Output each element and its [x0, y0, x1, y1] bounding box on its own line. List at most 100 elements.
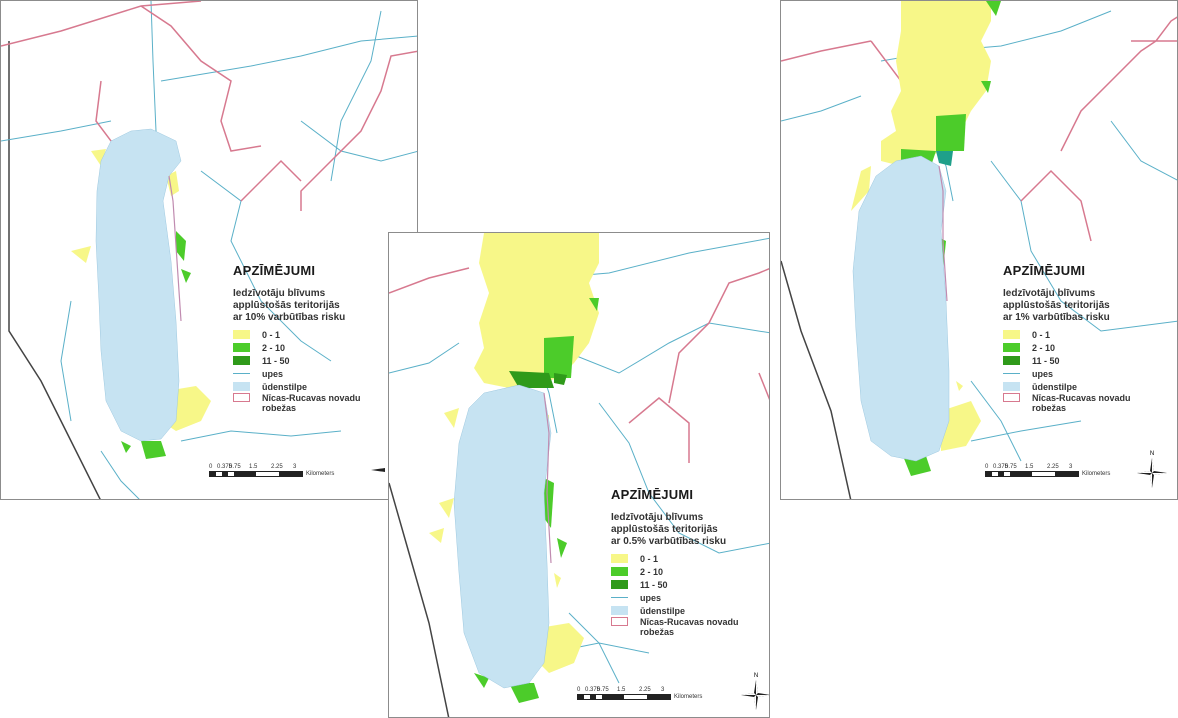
scale-bar: 0 0.375 0.75 1.5 2.25 3 Kilometers	[209, 464, 334, 477]
scale-tick: 3	[661, 687, 665, 693]
swatch-high	[611, 580, 628, 589]
swatch-river	[611, 597, 628, 598]
swatch-high	[1003, 356, 1020, 365]
scale-tick: 3	[293, 464, 297, 470]
lake-shore-border	[168, 175, 182, 322]
legend-label: upes	[1032, 368, 1054, 379]
legend-title: APZĪMĒJUMI	[611, 487, 694, 502]
north-arrow-icon: N	[1137, 451, 1167, 491]
rivers	[1, 1, 417, 499]
scale-unit: Kilometers	[306, 471, 335, 477]
swatch-border	[1003, 393, 1020, 402]
legend-label: 11 - 50	[1032, 355, 1060, 366]
legend-class-low: 0 - 1	[1003, 328, 1173, 341]
scale-tick: 0.375	[217, 464, 233, 470]
settlements-mid	[901, 1, 1001, 476]
north-arrow-icon	[371, 468, 385, 472]
swatch-low	[611, 554, 628, 563]
scale-tick: 2.25	[1047, 464, 1059, 470]
legend-label: ūdenstilpe	[640, 605, 686, 616]
scale-bar: 0 0.375 0.75 1.5 2.25 3 Kilometers	[577, 687, 702, 700]
swatch-water	[233, 382, 250, 391]
legend-label-line: robežas	[640, 627, 675, 637]
scale-bar-graphic	[209, 471, 303, 477]
map-legend: APZĪMĒJUMI Iedzīvotāju blīvums applūstoš…	[1003, 263, 1173, 413]
north-label: N	[1149, 451, 1155, 457]
legend-rows: 0 - 1 2 - 10 11 - 50 upes ūdenstilpe Nīc…	[233, 328, 413, 413]
scale-tick: 0.75	[229, 464, 241, 470]
legend-label-line: Nīcas-Rucavas novadu	[262, 393, 361, 403]
scale-tick: 0	[577, 687, 581, 693]
legend-label-line: robežas	[1032, 403, 1067, 413]
legend-label-line: Nīcas-Rucavas novadu	[1032, 393, 1131, 403]
scale-bar: 0 0.375 0.75 1.5 2.25 3 Kilometers	[985, 464, 1110, 477]
swatch-low	[233, 330, 250, 339]
coastline	[389, 482, 450, 717]
settlements-high	[509, 371, 567, 388]
legend-class-mid: 2 - 10	[1003, 341, 1173, 354]
map-panel-0-5-percent: APZĪMĒJUMI Iedzīvotāju blīvums applūstoš…	[388, 232, 770, 718]
swatch-border	[233, 393, 250, 402]
swatch-border	[611, 617, 628, 626]
map-canvas	[1, 1, 417, 499]
scale-tick: 2.25	[639, 687, 651, 693]
map-panel-10-percent: APZĪMĒJUMI Iedzīvotāju blīvums applūstoš…	[0, 0, 418, 500]
legend-label: 0 - 1	[640, 553, 659, 564]
swatch-water	[1003, 382, 1020, 391]
scale-bar-graphic	[985, 471, 1079, 477]
legend-class-mid: 2 - 10	[611, 565, 767, 578]
legend-label: 2 - 10	[640, 566, 664, 577]
legend-rivers: upes	[1003, 367, 1173, 380]
legend-label: ūdenstilpe	[1032, 381, 1078, 392]
map-legend: APZĪMĒJUMI Iedzīvotāju blīvums applūstoš…	[233, 263, 413, 413]
scale-tick: 2.25	[271, 464, 283, 470]
rivers	[389, 237, 769, 684]
coastline	[8, 41, 101, 499]
legend-label: 11 - 50	[262, 355, 290, 366]
scale-tick: 0.75	[597, 687, 609, 693]
legend-label: upes	[640, 592, 662, 603]
compass-rose	[1137, 458, 1167, 488]
legend-class-high: 11 - 50	[233, 354, 413, 367]
legend-label: 0 - 1	[262, 329, 281, 340]
lake	[453, 384, 552, 689]
north-arrow-icon: N	[741, 673, 769, 713]
lake	[852, 155, 950, 462]
legend-rivers: upes	[611, 591, 767, 604]
north-label: N	[753, 673, 759, 679]
compass-rose	[741, 680, 769, 710]
lake-shore-border	[543, 392, 552, 564]
legend-rows: 0 - 1 2 - 10 11 - 50 upes ūdenstilpe Nīc…	[1003, 328, 1173, 413]
district-border	[1, 1, 417, 211]
legend-class-low: 0 - 1	[611, 552, 767, 565]
scale-tick: 1.5	[249, 464, 258, 470]
legend-class-low: 0 - 1	[233, 328, 413, 341]
town-low-density	[474, 233, 599, 388]
map-panel-1-percent: APZĪMĒJUMI Iedzīvotāju blīvums applūstoš…	[780, 0, 1178, 500]
swatch-mid	[1003, 343, 1020, 352]
swatch-mid	[611, 567, 628, 576]
legend-class-high: 11 - 50	[611, 578, 767, 591]
scale-tick: 0.375	[993, 464, 1009, 470]
lake	[95, 128, 182, 442]
scale-tick: 0.75	[1005, 464, 1017, 470]
swatch-mid	[233, 343, 250, 352]
map-canvas	[389, 233, 769, 717]
legend-label: 11 - 50	[640, 579, 668, 590]
coastline	[781, 260, 852, 499]
legend-subtitle: Iedzīvotāju blīvums applūstošās teritori…	[611, 512, 727, 547]
legend-label: ūdenstilpe	[262, 381, 308, 392]
scale-tick: 1.5	[1025, 464, 1034, 470]
legend-rivers: upes	[233, 367, 413, 380]
swatch-water	[611, 606, 628, 615]
legend-label: 0 - 1	[1032, 329, 1051, 340]
legend-water: ūdenstilpe	[233, 380, 413, 393]
legend-class-mid: 2 - 10	[233, 341, 413, 354]
scale-tick: 1.5	[617, 687, 626, 693]
district-border	[389, 267, 769, 463]
legend-water: ūdenstilpe	[611, 604, 767, 617]
